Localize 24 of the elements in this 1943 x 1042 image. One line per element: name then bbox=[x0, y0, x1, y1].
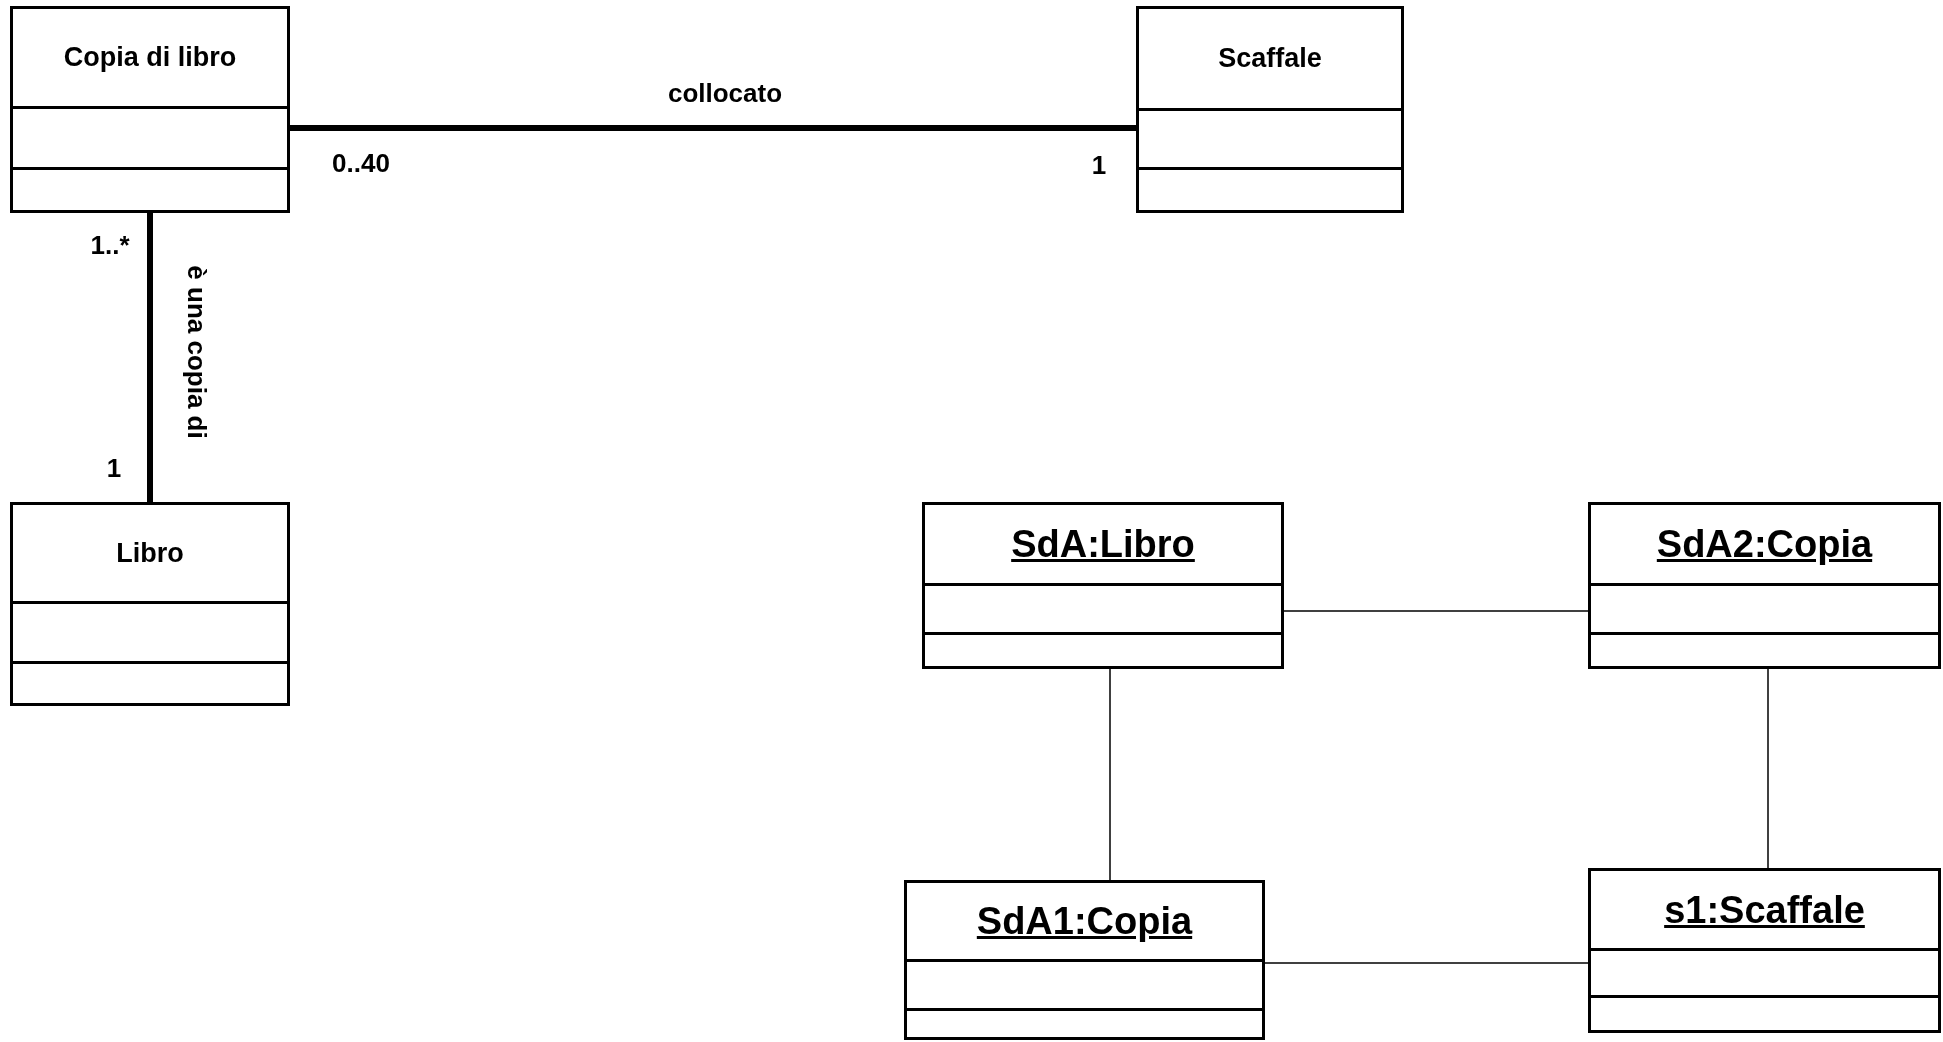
class-box bbox=[10, 502, 290, 706]
association-line bbox=[1283, 610, 1589, 612]
object-name: SdA:Libro bbox=[1011, 525, 1195, 563]
association-line bbox=[1109, 668, 1111, 881]
object-name: SdA1:Copia bbox=[976, 902, 1193, 940]
class-box bbox=[1136, 6, 1404, 213]
association-line bbox=[147, 213, 153, 502]
association-line bbox=[1264, 962, 1589, 964]
object-box bbox=[1588, 868, 1941, 1033]
object-box bbox=[1588, 502, 1941, 669]
class-name: Scaffale bbox=[1218, 45, 1322, 72]
association-line bbox=[1767, 668, 1769, 869]
multiplicity-label: 0..40 bbox=[332, 146, 390, 180]
multiplicity-label: 1..* bbox=[90, 228, 130, 262]
object-box bbox=[904, 880, 1265, 1040]
object-box bbox=[922, 502, 1284, 669]
object-name: s1:Scaffale bbox=[1664, 890, 1865, 929]
association-line bbox=[290, 125, 1136, 131]
object-name: SdA2:Copia bbox=[1656, 525, 1873, 563]
multiplicity-label: 1 bbox=[106, 451, 122, 485]
class-name: Copia di libro bbox=[63, 44, 237, 71]
class-name: Libro bbox=[116, 539, 184, 567]
class-box bbox=[10, 6, 290, 213]
multiplicity-label: 1 bbox=[1091, 148, 1107, 182]
